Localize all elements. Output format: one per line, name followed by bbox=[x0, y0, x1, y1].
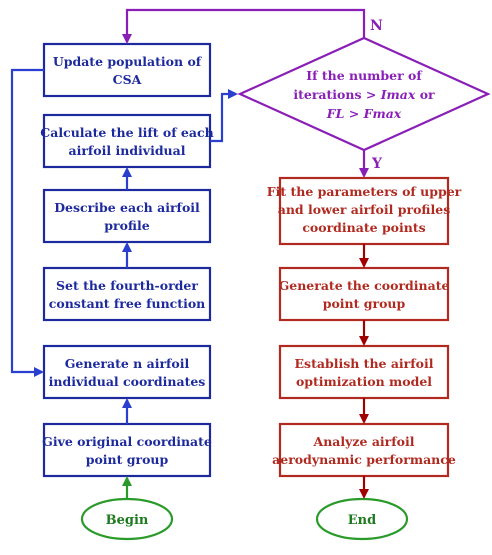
end-terminal bbox=[315, 497, 409, 541]
box-give-original bbox=[42, 422, 212, 478]
begin-label: Begin bbox=[106, 513, 149, 528]
box-fit-parameters bbox=[278, 176, 450, 246]
box-fit-line2: and lower airfoil profiles bbox=[278, 202, 451, 217]
box-calc-line2: airfoil individual bbox=[68, 143, 185, 158]
box-establish-line1: Establish the airfoil bbox=[295, 356, 434, 371]
decision-line1: If the number of bbox=[306, 68, 423, 83]
box-describe-line2: profile bbox=[104, 218, 150, 233]
no-label: N bbox=[370, 18, 383, 34]
box-update-line2: CSA bbox=[113, 72, 142, 87]
box-generate-coordinate bbox=[278, 266, 450, 322]
decision-line3: FL > Fmax bbox=[326, 106, 402, 121]
decision-line2: iterations > Imax or bbox=[293, 87, 435, 102]
box-update-population bbox=[42, 42, 212, 98]
box-update-line1: Update population of bbox=[53, 54, 203, 69]
box-generate-line1: Generate n airfoil bbox=[65, 356, 190, 371]
box-generate-individuals bbox=[42, 344, 212, 400]
box-analyze-line2: aerodynamic performance bbox=[272, 452, 456, 467]
box-describe-profile bbox=[42, 188, 212, 244]
yes-label: Y bbox=[371, 156, 383, 172]
box-fit-line3: coordinate points bbox=[302, 220, 425, 235]
box-give-line2: point group bbox=[86, 452, 169, 467]
arrow-update-loop-to-generate bbox=[10, 68, 44, 377]
box-analyze-line1: Analyze airfoil bbox=[313, 434, 415, 449]
box-calc-line1: Calculate the lift of each bbox=[40, 125, 213, 140]
box-describe-line1: Describe each airfoil bbox=[54, 200, 200, 215]
arrow-no-branch-to-update bbox=[122, 8, 366, 44]
box-calculate-lift bbox=[42, 113, 212, 169]
box-gen-coord-line1: Generate the coordinate bbox=[279, 278, 450, 293]
box-generate-line2: individual coordinates bbox=[49, 374, 206, 389]
box-fourth-line2: constant free function bbox=[49, 296, 206, 311]
box-fourth-order bbox=[42, 266, 212, 322]
end-label: End bbox=[348, 513, 376, 528]
box-gen-coord-line2: point group bbox=[323, 296, 406, 311]
box-give-line1: Give original coordinate bbox=[42, 434, 212, 449]
box-fourth-line1: Set the fourth-order bbox=[56, 278, 198, 293]
box-establish-model bbox=[278, 344, 450, 400]
box-analyze-performance bbox=[278, 422, 450, 478]
arrow-calc-to-decision bbox=[210, 89, 238, 143]
box-establish-line2: optimization model bbox=[296, 374, 432, 389]
box-fit-line1: Fit the parameters of upper bbox=[267, 184, 462, 199]
